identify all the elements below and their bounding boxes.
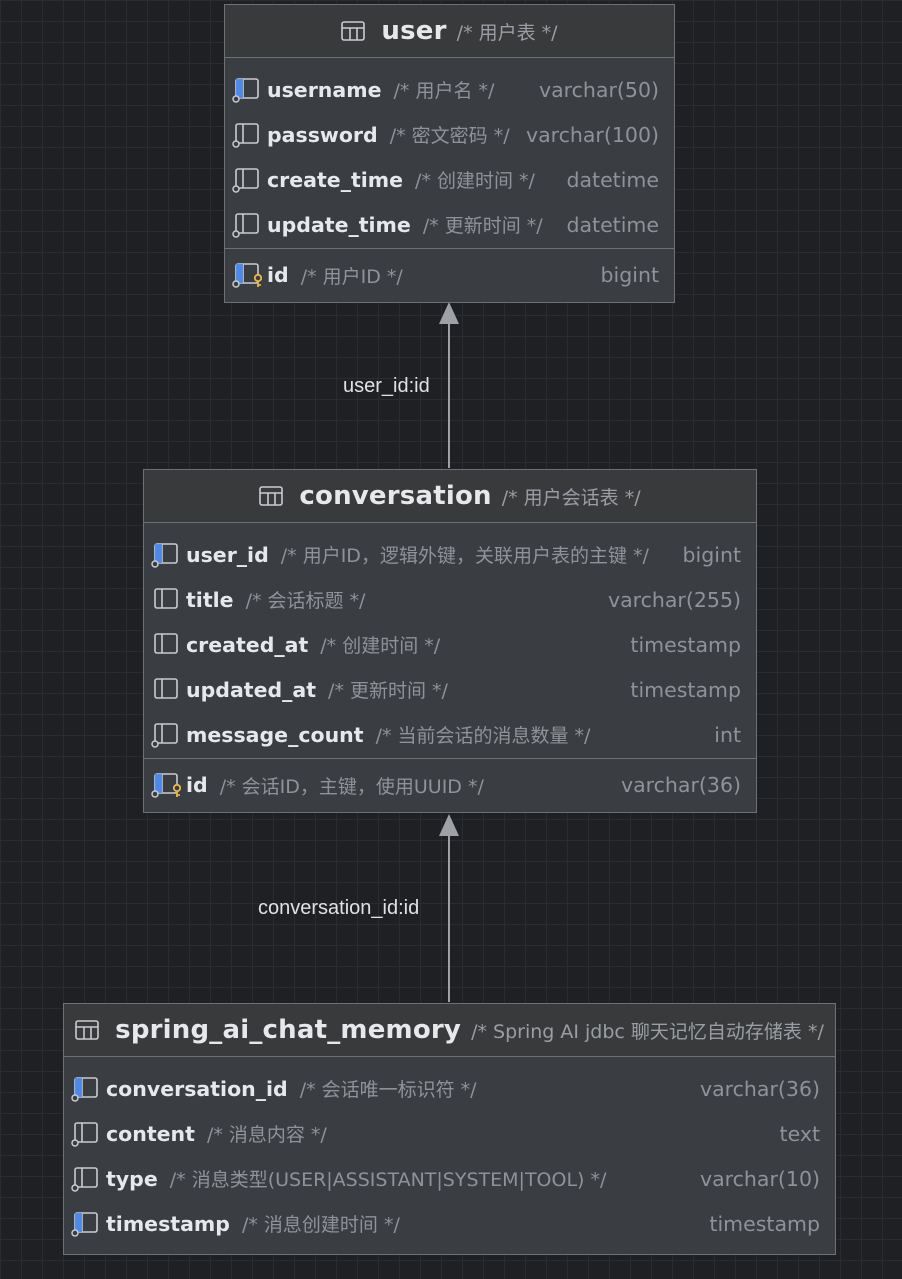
table-icon <box>341 21 365 41</box>
primary-key-icon <box>232 262 262 288</box>
column-comment: /* 更新时间 */ <box>328 680 448 702</box>
column-type: varchar(36) <box>620 773 741 797</box>
column-name: type <box>106 1166 158 1191</box>
column-name: update_time <box>267 212 411 237</box>
entity-header[interactable]: spring_ai_chat_memory /* Spring AI jdbc … <box>64 1004 835 1057</box>
column-icon <box>71 1166 101 1192</box>
column-name: user_id <box>186 542 269 567</box>
primary-key-row[interactable]: id /* 用户ID */ bigint <box>225 249 674 301</box>
entity-name: conversation <box>299 481 492 511</box>
column-name: username <box>267 77 382 102</box>
entity-conversation[interactable]: conversation /* 用户会话表 */ user_id /* 用户ID… <box>143 469 757 813</box>
column-comment: /* 更新时间 */ <box>422 215 543 237</box>
column-icon <box>232 212 262 238</box>
column-row[interactable]: create_time /* 创建时间 */ datetime <box>225 157 674 202</box>
column-name: password <box>267 122 378 147</box>
arrowhead-icon <box>439 814 459 836</box>
entity-user[interactable]: user /* 用户表 */ username /* 用户名 */ varcha… <box>224 4 675 303</box>
entity-comment: /* 用户会话表 */ <box>501 486 641 509</box>
relation-label-memory-conversation: conversation_id:id <box>258 897 420 919</box>
foreign-key-column-icon <box>71 1211 101 1237</box>
column-type: varchar(36) <box>699 1076 820 1101</box>
column-row[interactable]: created_at /* 创建时间 */ timestamp <box>144 622 756 667</box>
column-name: id <box>186 773 208 797</box>
column-comment: /* 创建时间 */ <box>415 170 535 192</box>
column-comment: /* 用户名 */ <box>393 80 495 102</box>
column-row[interactable]: password /* 密文密码 */ varchar(100) <box>225 112 674 157</box>
column-comment: /* 会话标题 */ <box>245 590 366 612</box>
column-row[interactable]: timestamp /* 消息创建时间 */ timestamp <box>64 1201 835 1246</box>
column-comment: /* 会话唯一标识符 */ <box>299 1079 477 1101</box>
column-comment: /* 密文密码 */ <box>389 125 510 147</box>
column-icon <box>151 632 181 658</box>
column-icon <box>151 677 181 703</box>
column-type: varchar(100) <box>525 122 659 147</box>
column-comment: /* 用户ID，逻辑外键，关联用户表的主键 */ <box>280 545 649 567</box>
column-type: int <box>714 722 741 747</box>
column-icon <box>232 122 262 148</box>
column-row[interactable]: conversation_id /* 会话唯一标识符 */ varchar(36… <box>64 1066 835 1111</box>
column-type: timestamp <box>630 632 741 657</box>
primary-key-icon <box>151 772 181 798</box>
entity-comment: /* Spring AI jdbc 聊天记忆自动存储表 */ <box>471 1020 824 1043</box>
column-name: message_count <box>186 722 364 747</box>
column-name: conversation_id <box>106 1076 288 1101</box>
column-name: content <box>106 1121 195 1146</box>
entity-spring-ai-chat-memory[interactable]: spring_ai_chat_memory /* Spring AI jdbc … <box>63 1003 836 1255</box>
column-type: timestamp <box>709 1211 820 1236</box>
column-row[interactable]: user_id /* 用户ID，逻辑外键，关联用户表的主键 */ bigint <box>144 532 756 577</box>
column-name: title <box>186 587 234 612</box>
column-icon <box>71 1121 101 1147</box>
entity-comment: /* 用户表 */ <box>456 21 558 44</box>
relation-connector-conversation-user <box>439 302 459 468</box>
column-type: text <box>779 1121 820 1146</box>
column-comment: /* 当前会话的消息数量 */ <box>375 725 591 747</box>
table-icon <box>75 1020 99 1040</box>
column-type: bigint <box>600 263 659 287</box>
column-name: timestamp <box>106 1211 230 1236</box>
column-comment: /* 创建时间 */ <box>320 635 441 657</box>
column-row[interactable]: update_time /* 更新时间 */ datetime <box>225 202 674 247</box>
column-comment: /* 会话ID，主键，使用UUID */ <box>219 775 484 798</box>
column-type: bigint <box>682 542 741 567</box>
entity-header[interactable]: user /* 用户表 */ <box>225 5 674 58</box>
column-comment: /* 用户ID */ <box>300 265 403 288</box>
column-type: datetime <box>566 167 659 192</box>
column-comment: /* 消息类型(USER|ASSISTANT|SYSTEM|TOOL) */ <box>169 1169 607 1191</box>
column-type: varchar(50) <box>538 77 659 102</box>
column-type: varchar(10) <box>699 1166 820 1191</box>
column-icon <box>232 167 262 193</box>
column-name: created_at <box>186 632 309 657</box>
foreign-key-column-icon <box>71 1076 101 1102</box>
entity-name: user <box>381 16 447 46</box>
arrowhead-icon <box>439 302 459 324</box>
column-comment: /* 消息内容 */ <box>206 1124 327 1146</box>
entity-name: spring_ai_chat_memory <box>115 1015 462 1045</box>
foreign-key-column-icon <box>151 542 181 568</box>
column-row[interactable]: title /* 会话标题 */ varchar(255) <box>144 577 756 622</box>
column-row[interactable]: content /* 消息内容 */ text <box>64 1111 835 1156</box>
column-name: updated_at <box>186 677 317 702</box>
column-icon <box>151 722 181 748</box>
column-row[interactable]: username /* 用户名 */ varchar(50) <box>225 67 674 112</box>
column-row[interactable]: message_count /* 当前会话的消息数量 */ int <box>144 712 756 757</box>
column-comment: /* 消息创建时间 */ <box>241 1214 400 1236</box>
column-type: timestamp <box>630 677 741 702</box>
column-type: varchar(255) <box>607 587 741 612</box>
entity-header[interactable]: conversation /* 用户会话表 */ <box>144 470 756 523</box>
relation-label-conversation-user: user_id:id <box>343 375 430 397</box>
column-icon <box>151 587 181 613</box>
column-row[interactable]: updated_at /* 更新时间 */ timestamp <box>144 667 756 712</box>
column-row[interactable]: type /* 消息类型(USER|ASSISTANT|SYSTEM|TOOL)… <box>64 1156 835 1201</box>
foreign-key-column-icon <box>232 77 262 103</box>
column-name: id <box>267 263 289 287</box>
column-name: create_time <box>267 167 404 192</box>
primary-key-row[interactable]: id /* 会话ID，主键，使用UUID */ varchar(36) <box>144 759 756 811</box>
table-icon <box>259 486 283 506</box>
relation-connector-memory-conversation <box>439 814 459 1002</box>
column-type: datetime <box>566 212 659 237</box>
